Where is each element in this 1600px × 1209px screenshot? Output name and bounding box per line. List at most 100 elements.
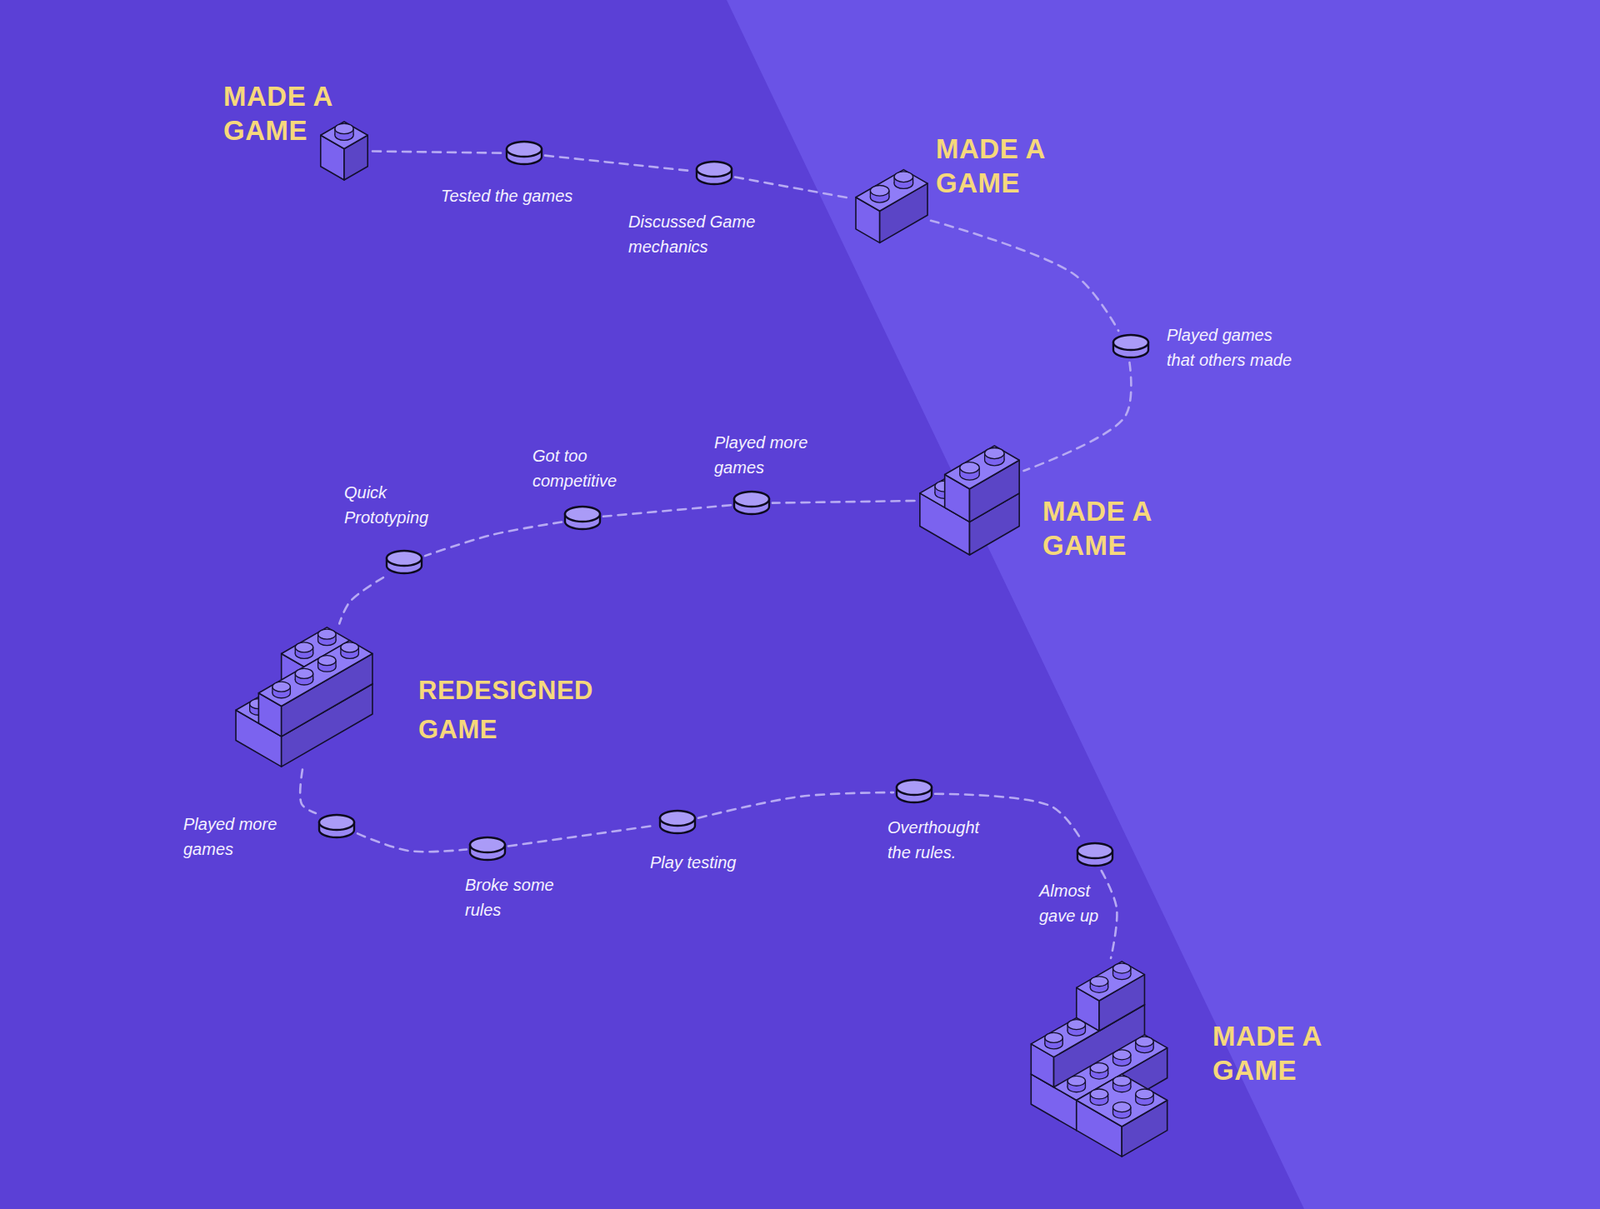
token-illustration: [468, 835, 507, 864]
step-label: Played more games: [714, 430, 823, 480]
brick-stud: [295, 641, 313, 659]
brick-stud: [1090, 976, 1108, 993]
brick-stud: [870, 185, 890, 203]
stud-top: [295, 641, 313, 652]
milestone-brick: MADE A GAME: [916, 444, 1023, 557]
stud-top: [959, 461, 979, 473]
token-top: [565, 506, 600, 522]
stud-top: [1090, 976, 1108, 987]
token-top: [696, 161, 732, 177]
step-label: Discussed Game mechanics: [628, 209, 779, 260]
step-token: Broke some rules: [468, 835, 507, 864]
brick-group: [855, 169, 928, 243]
stud-top: [340, 641, 359, 652]
token-top: [386, 550, 422, 566]
brick-illustration: [317, 120, 371, 182]
step-label: Overthought the rules.: [887, 815, 996, 865]
stud-top: [1135, 1089, 1154, 1100]
step-token: Play testing: [658, 808, 697, 837]
brick-illustration: [854, 167, 930, 245]
brick-stud: [1135, 1089, 1154, 1105]
brick-stud: [318, 629, 336, 646]
step-token: Discussed Game mechanics: [695, 159, 734, 188]
dashed-path: [372, 150, 504, 153]
dashed-path: [339, 577, 384, 624]
token-top: [896, 780, 932, 795]
stud-top: [1113, 1102, 1131, 1113]
stud-top: [318, 629, 336, 640]
brick-illustration: [204, 625, 405, 769]
dashed-path: [1101, 870, 1118, 959]
milestone-brick: MADE A GAME: [317, 120, 371, 182]
token-illustration: [895, 777, 934, 806]
stud-top: [894, 170, 914, 182]
milestone-heading: MADE A GAME: [935, 132, 1061, 201]
brick-stud: [295, 668, 313, 685]
token-illustration: [563, 504, 602, 533]
token-top: [319, 815, 355, 830]
brick-top-face: [1076, 961, 1145, 1001]
stud-top: [335, 123, 354, 134]
stud-top: [1113, 1075, 1131, 1086]
step-label: Tested the games: [440, 183, 625, 209]
step-token: Tested the games: [505, 139, 544, 168]
brick-top-face: [944, 445, 1019, 490]
token-illustration: [317, 812, 356, 841]
step-token: Got too competitive: [563, 504, 602, 533]
brick-top-face: [320, 121, 368, 150]
dashed-path: [735, 177, 853, 200]
milestone-heading: MADE A GAME: [1212, 1020, 1338, 1089]
step-label: Got too competitive: [532, 443, 633, 494]
milestone-heading: MADE A GAME: [1042, 495, 1168, 564]
dashed-path: [545, 155, 694, 172]
step-label: Broke some rules: [465, 872, 570, 923]
brick-stud: [959, 461, 979, 480]
brick-stud: [340, 641, 359, 659]
token-top: [470, 837, 505, 853]
step-label: Played games that others made: [1166, 322, 1300, 373]
milestone-brick: MADE A GAME: [854, 167, 930, 245]
brick-illustration: [916, 444, 1023, 557]
token-top: [1077, 843, 1113, 859]
token-illustration: [658, 808, 697, 837]
token-illustration: [505, 139, 544, 168]
step-token: Played more games: [317, 812, 356, 841]
dashed-path: [508, 825, 657, 847]
step-token: Quick Prototyping: [385, 548, 424, 577]
token-top: [506, 141, 542, 157]
token-top: [660, 810, 695, 826]
brick-stud: [1090, 1089, 1108, 1105]
dashed-path: [425, 522, 562, 557]
step-token: Overthought the rules.: [895, 777, 934, 806]
brick-group: [320, 121, 368, 180]
stud-top: [984, 447, 1004, 459]
brick-stud: [318, 655, 336, 672]
stud-top: [1090, 1089, 1108, 1100]
step-token: Played more games: [732, 489, 771, 518]
stud-top: [295, 668, 313, 679]
stud-top: [318, 655, 336, 665]
dashed-path: [930, 220, 1119, 331]
brick-stud: [894, 170, 914, 189]
token-illustration: [732, 489, 771, 518]
brick-stud: [1113, 1102, 1131, 1119]
step-label: Played more games: [183, 811, 292, 862]
stud-top: [1045, 1032, 1063, 1043]
step-label: Play testing: [650, 850, 775, 875]
brick-top-face: [855, 169, 928, 211]
step-label: Quick Prototyping: [344, 480, 449, 530]
brick-stud: [1113, 1075, 1131, 1092]
token-illustration: [385, 548, 424, 577]
milestone-heading: REDESIGNED GAME: [418, 671, 615, 750]
milestone-brick: MADE A GAME: [998, 960, 1200, 1159]
milestone-heading: MADE A GAME: [223, 80, 349, 149]
token-illustration: [1111, 332, 1150, 361]
stud-top: [272, 681, 290, 692]
brick-stud: [272, 681, 290, 699]
dashed-path: [698, 792, 894, 819]
brick-group: [235, 626, 373, 766]
brick-group: [919, 445, 1019, 555]
